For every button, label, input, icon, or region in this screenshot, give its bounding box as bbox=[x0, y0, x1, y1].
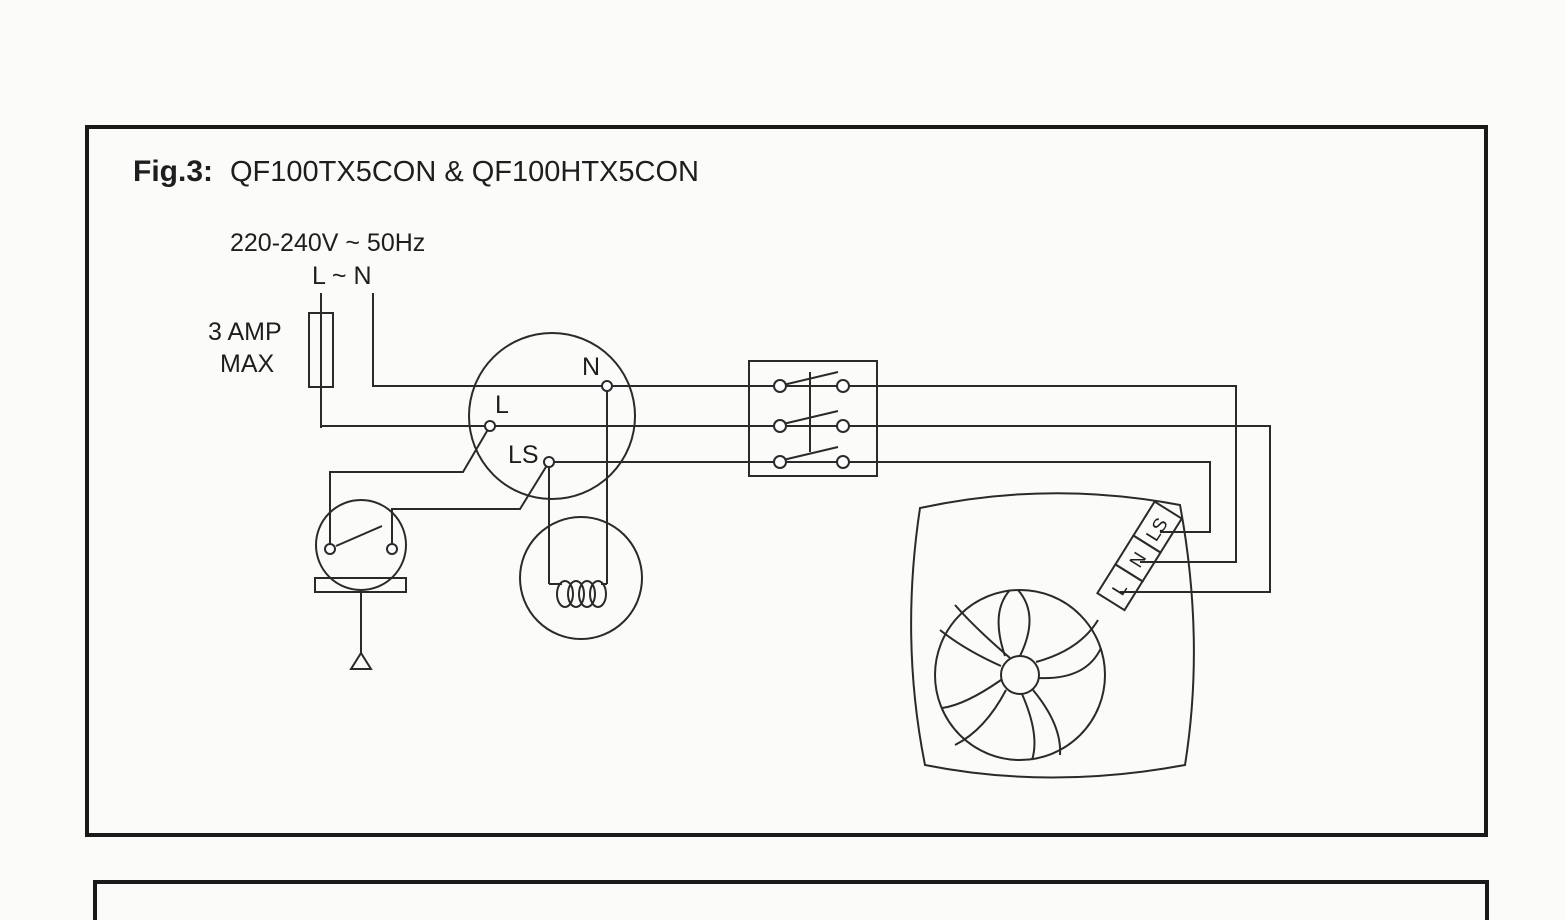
fan-terminal-l: L bbox=[1109, 579, 1132, 599]
timer-terminal-ls-label: LS bbox=[508, 441, 539, 469]
switched-live-wire bbox=[549, 461, 1211, 533]
fan-impeller-icon bbox=[934, 589, 1106, 761]
light-switch bbox=[315, 499, 407, 591]
earth-icon bbox=[349, 651, 373, 670]
figure-label: Fig.3: bbox=[133, 155, 213, 188]
switch-feed-wire bbox=[329, 425, 491, 549]
figure-frame bbox=[85, 125, 1488, 837]
isolator-terminal bbox=[773, 419, 787, 433]
fuse-rating: 3 AMP bbox=[208, 318, 282, 346]
live-wire bbox=[321, 425, 1271, 593]
isolator-terminal bbox=[836, 379, 850, 393]
switch-return-wire bbox=[391, 461, 550, 549]
next-figure-frame bbox=[93, 880, 1489, 920]
isolator-terminal bbox=[773, 455, 787, 469]
isolator-contacts bbox=[782, 371, 839, 461]
light-fitting bbox=[519, 516, 643, 640]
neutral-wire bbox=[372, 293, 1237, 563]
extractor-fan-housing bbox=[910, 492, 1195, 779]
fan-terminal-block: L N LS bbox=[1095, 500, 1184, 612]
switch-terminal bbox=[324, 543, 336, 555]
isolator-terminal bbox=[773, 379, 787, 393]
timer-terminal-n-label: N bbox=[582, 353, 600, 381]
isolator-terminal bbox=[836, 455, 850, 469]
isolator-switch bbox=[748, 360, 878, 477]
fan-terminal-n: N bbox=[1126, 549, 1151, 572]
fuse-max: MAX bbox=[220, 350, 275, 378]
supply-voltage: 220-240V ~ 50Hz bbox=[230, 229, 425, 257]
figure-title: QF100TX5CON & QF100HTX5CON bbox=[230, 156, 699, 188]
supply-phases: L ~ N bbox=[312, 262, 372, 290]
isolator-terminal bbox=[836, 419, 850, 433]
switch-terminal bbox=[386, 543, 398, 555]
timer-terminal-n bbox=[601, 380, 613, 392]
timer-terminal-l bbox=[484, 420, 496, 432]
timer-unit bbox=[468, 332, 636, 500]
timer-terminal-ls bbox=[543, 456, 555, 468]
lamp-coil-icon bbox=[549, 580, 607, 608]
switch-blade bbox=[335, 525, 383, 547]
timer-terminal-l-label: L bbox=[495, 391, 509, 419]
